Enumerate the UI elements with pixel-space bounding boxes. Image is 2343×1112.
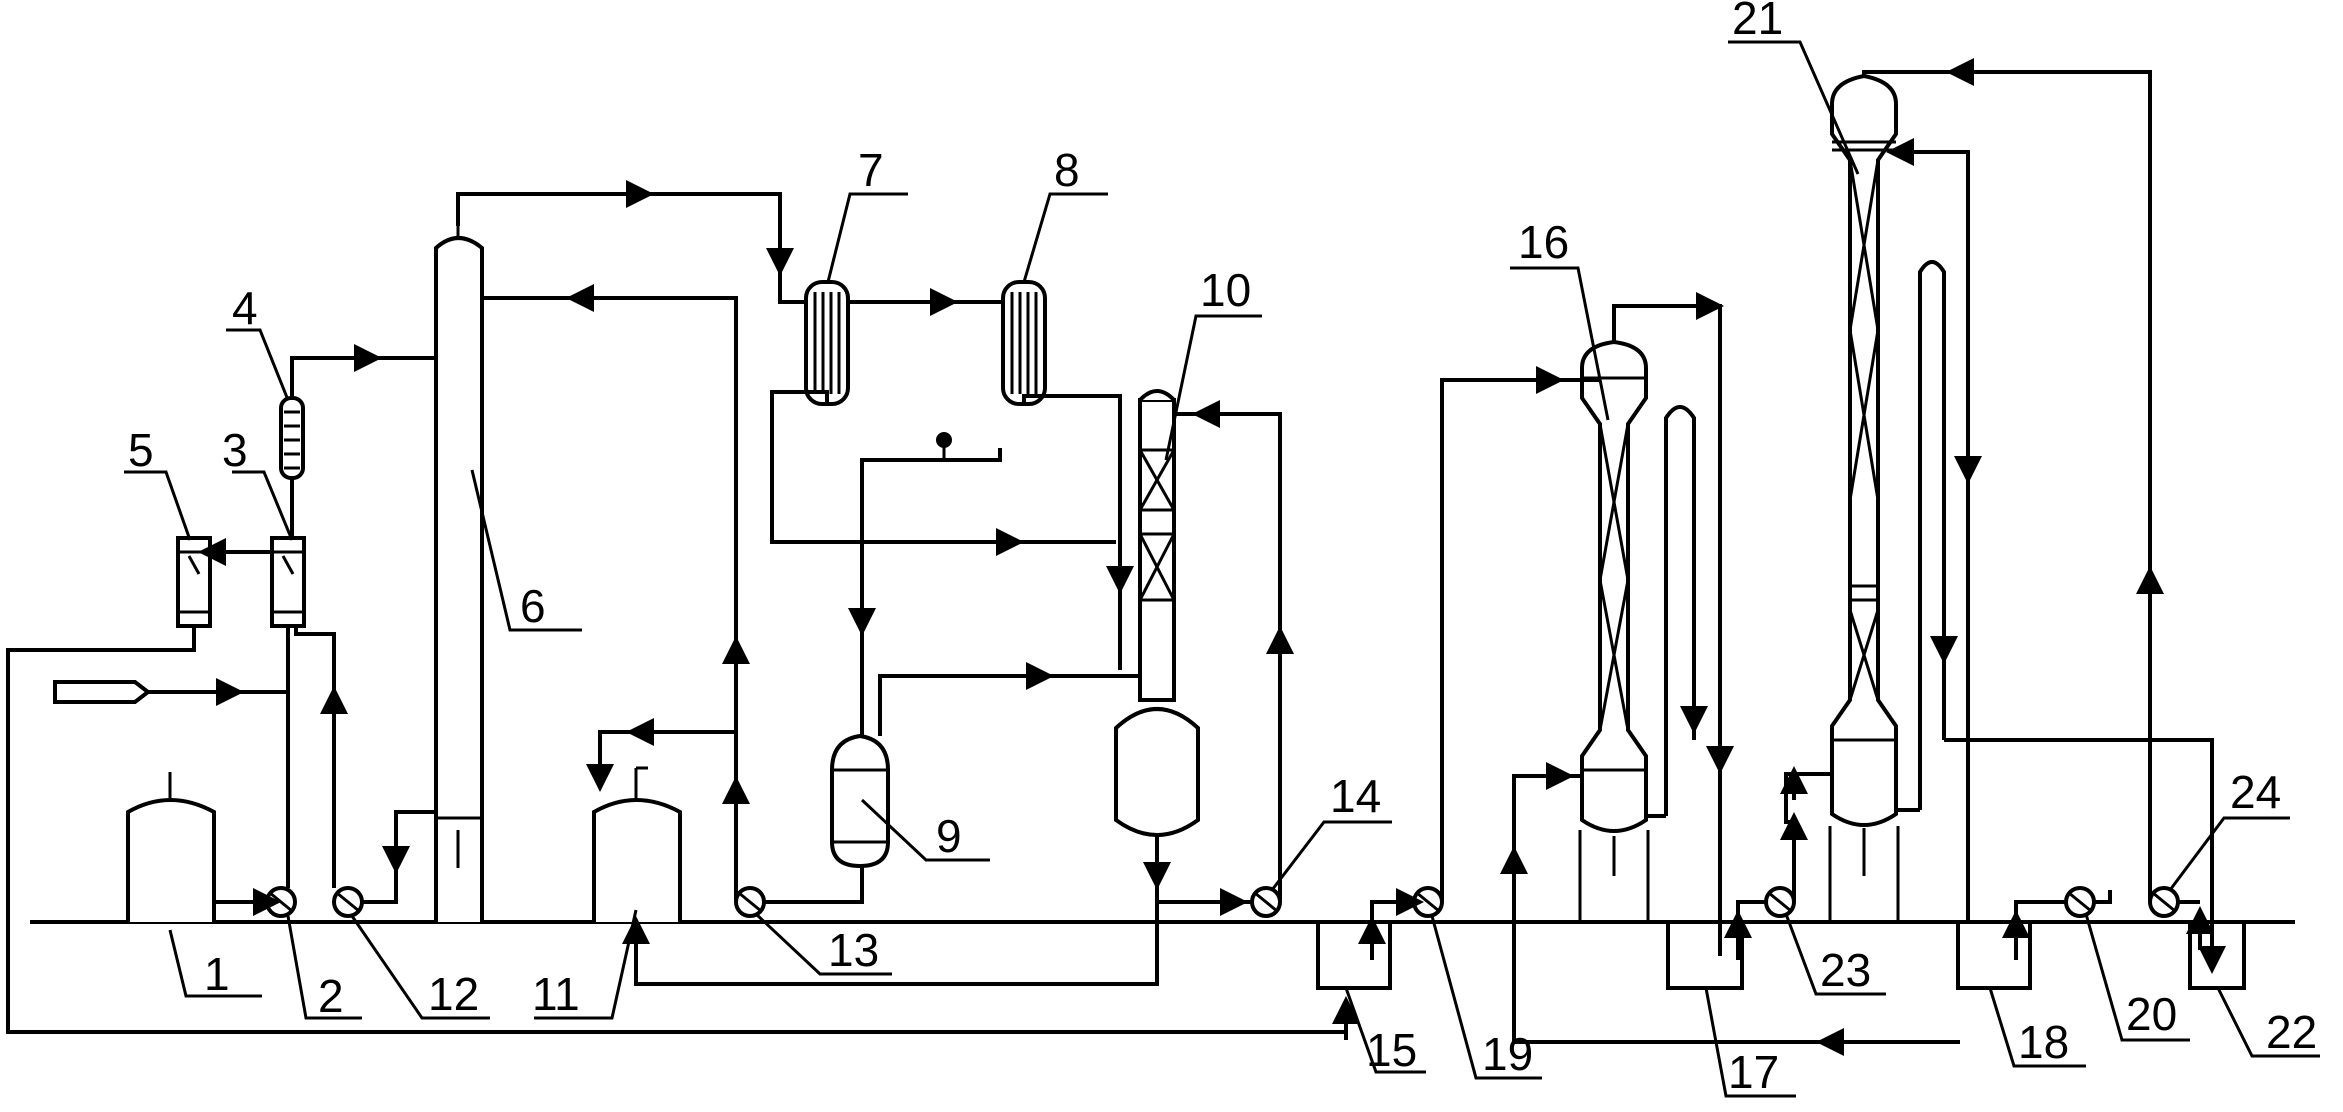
label-10: 10 [1164, 264, 1262, 461]
pipe-8-10 [1022, 394, 1122, 670]
pump-20-icon [2064, 886, 2096, 918]
label-18-text: 18 [2018, 1016, 2069, 1068]
label-6-text: 6 [520, 580, 546, 632]
pipe-14-10 [1174, 412, 1282, 902]
condenser-8 [1001, 280, 1047, 406]
label-22-text: 22 [2266, 1006, 2317, 1058]
column-21 [1828, 73, 1900, 922]
pipe-18-20 [2014, 900, 2066, 960]
sump-17 [1666, 922, 1744, 990]
label-11: 11 [532, 909, 638, 1020]
label-20-text: 20 [2126, 988, 2177, 1040]
pump-13-icon [734, 886, 766, 918]
vacuum-line [860, 448, 1002, 736]
label-11-text: 11 [532, 968, 580, 1020]
pipe-9-10 [878, 674, 1140, 736]
pump-19-icon [1412, 886, 1444, 918]
sump-22 [2188, 922, 2246, 990]
vessel-9 [830, 733, 890, 869]
label-7: 7 [826, 144, 908, 283]
preheater-4 [279, 396, 305, 480]
condenser-tube-16 [1664, 405, 1696, 816]
label-14-text: 14 [1330, 770, 1381, 822]
label-3: 3 [222, 424, 294, 541]
column-10 [1114, 389, 1200, 837]
label-12-text: 12 [428, 968, 479, 1020]
label-21: 21 [1728, 0, 1860, 175]
pipe-header-18 [1944, 738, 2214, 922]
label-6: 6 [470, 469, 582, 632]
pipe-19-16 [1440, 378, 1600, 902]
pipe-20-out [2094, 890, 2112, 904]
column-16 [1578, 339, 1650, 922]
feed-inlet-icon [53, 680, 152, 704]
label-17-text: 17 [1728, 1046, 1779, 1098]
pipe-9-13 [764, 866, 864, 904]
pump-14-icon [1250, 886, 1282, 918]
label-17: 17 [1704, 987, 1796, 1098]
filter-3 [270, 536, 306, 628]
label-10-text: 10 [1200, 264, 1251, 316]
label-21-text: 21 [1732, 0, 1783, 44]
label-9-text: 9 [936, 810, 962, 862]
pipe-13-11 [598, 730, 736, 786]
pipe-4-6 [290, 356, 436, 398]
label-8: 8 [1022, 144, 1108, 283]
filter-5 [176, 536, 212, 628]
label-2-text: 2 [318, 970, 344, 1022]
condenser-7 [804, 280, 850, 406]
pipe-12-6 [362, 810, 436, 904]
label-9: 9 [860, 798, 990, 862]
label-4-text: 4 [232, 282, 258, 334]
label-1-text: 1 [204, 948, 230, 1000]
label-1: 1 [168, 929, 262, 1000]
label-24-text: 24 [2230, 766, 2281, 818]
label-16: 16 [1510, 216, 1610, 421]
label-2: 2 [286, 915, 362, 1022]
label-14: 14 [1270, 770, 1392, 891]
label-19-text: 19 [1482, 1028, 1533, 1080]
label-15-text: 15 [1366, 1024, 1417, 1076]
label-20: 20 [2084, 913, 2190, 1042]
label-3-text: 3 [222, 424, 248, 476]
label-15: 15 [1344, 987, 1426, 1076]
label-4: 4 [226, 282, 290, 401]
label-13-text: 13 [828, 924, 879, 976]
label-22: 22 [2216, 987, 2320, 1058]
tank-11 [592, 766, 682, 922]
label-12: 12 [350, 915, 490, 1020]
column-6 [434, 226, 484, 922]
pipe-7-10 [770, 390, 1116, 544]
pump-24-icon [2148, 886, 2180, 918]
pump-12-icon [332, 886, 364, 918]
pipe-10-11 [634, 836, 1159, 986]
label-5-text: 5 [128, 424, 154, 476]
pump-2-icon [265, 886, 297, 918]
sump-15 [1316, 922, 1392, 990]
label-24: 24 [2168, 766, 2290, 891]
label-23-text: 23 [1820, 944, 1871, 996]
pipe-3-12 [294, 626, 336, 888]
condenser-tube-21 [1918, 260, 1946, 810]
pipe-6-7 [456, 192, 806, 304]
label-18: 18 [1988, 987, 2086, 1068]
label-7-text: 7 [858, 144, 884, 196]
pipe-24-21 [1862, 70, 2152, 902]
label-16-text: 16 [1518, 216, 1569, 268]
label-19: 19 [1430, 915, 1542, 1080]
label-5: 5 [124, 424, 192, 541]
pump-23-icon [1764, 886, 1796, 918]
sump-18 [1956, 922, 2032, 990]
vacuum-gauge-icon [936, 432, 952, 448]
label-8-text: 8 [1054, 144, 1080, 196]
tank-1 [126, 772, 216, 922]
label-13: 13 [754, 912, 892, 976]
label-23: 23 [1784, 913, 1886, 996]
